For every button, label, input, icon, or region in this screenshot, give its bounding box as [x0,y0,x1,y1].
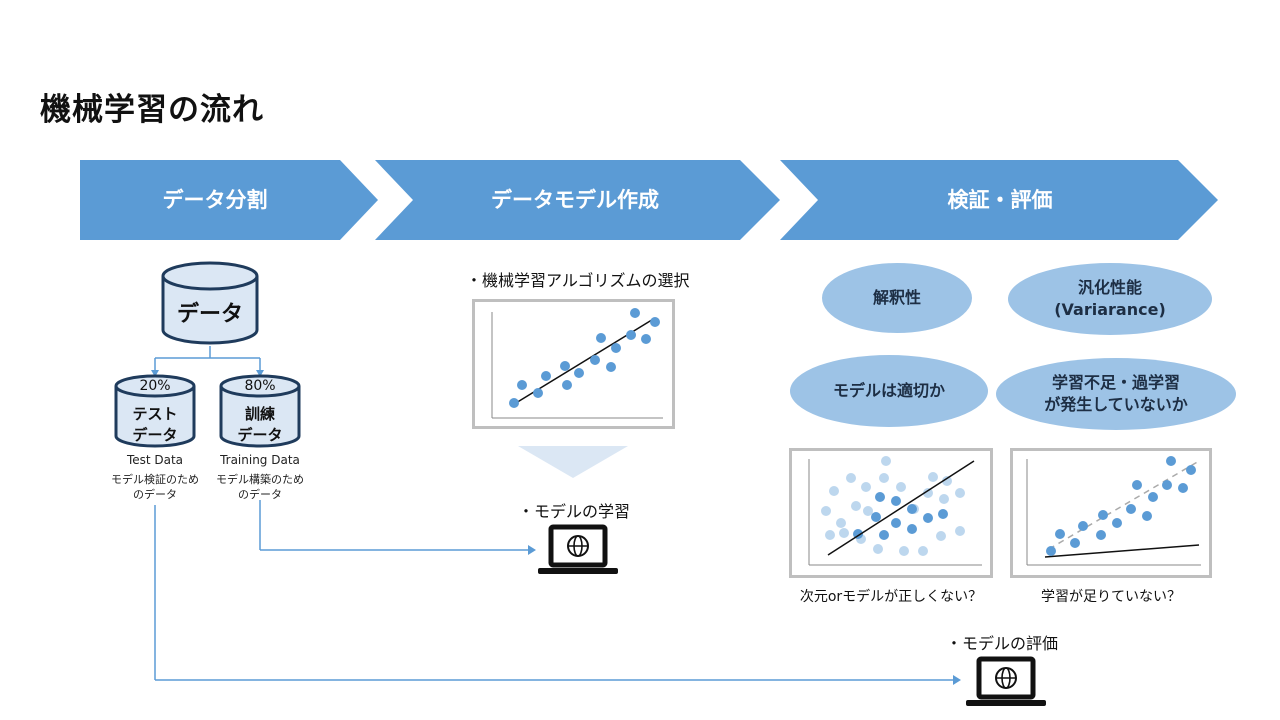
train-desc-1: モデル構築のため [216,473,304,486]
eval-caption-right: 学習が足りていない？ [1041,589,1181,605]
eval-chart-right-panel [1010,448,1212,578]
laptop-globe-icon[interactable] [536,524,620,576]
test-label-line1: テスト [132,405,178,423]
chevron-stage-2 [375,160,780,240]
stage-label-split: データ分割 [162,188,268,212]
chevron-stage-1 [80,160,378,240]
test-desc-2: のデータ [133,488,177,501]
test-en-label: Test Data [126,453,184,467]
ellipse-generalization: 汎化性能 (Variarance) [1008,263,1212,335]
test-label-line2: データ [132,426,178,444]
ellipse-overfit-underfit: 学習不足・過学習 が発生していないか [996,358,1236,430]
test-percent: 20% [139,378,171,394]
test-desc-1: モデル検証のため [111,473,199,486]
scatter-plot-icon [808,456,982,566]
ellipse-model-appropriate: モデルは適切か [790,355,988,427]
test-database-icon [114,374,196,448]
main-db-label: データ [176,302,243,327]
eval-caption-left: 次元orモデルが正しくない？ [799,589,983,605]
database-icon [161,261,259,345]
model-learn-bullet: ・モデルの学習 [518,502,631,521]
eval-chart-left-panel [789,448,993,578]
train-database-icon [219,374,301,448]
scatter-plot-icon [491,308,663,419]
stage-label-model: データモデル作成 [491,188,659,212]
train-en-label: Training Data [220,453,300,467]
laptop-globe-icon[interactable] [964,656,1048,708]
model-eval-bullet: ・モデルの評価 [946,634,1059,653]
regression-chart-panel [472,299,675,429]
train-percent: 80% [244,378,276,394]
ellipse-interpretability: 解釈性 [822,263,972,333]
chevron-stage-3 [780,160,1218,240]
slide-title: 機械学習の流れ [40,92,264,128]
funnel-triangle-icon [518,446,628,478]
train-label-line2: データ [237,426,283,444]
train-desc-2: のデータ [238,488,282,501]
algo-select-bullet: ・機械学習アルゴリズムの選択 [466,271,690,290]
train-label-line1: 訓練 [244,405,275,423]
scatter-plot-icon [1026,456,1201,566]
stage-label-eval: 検証・評価 [947,188,1053,212]
